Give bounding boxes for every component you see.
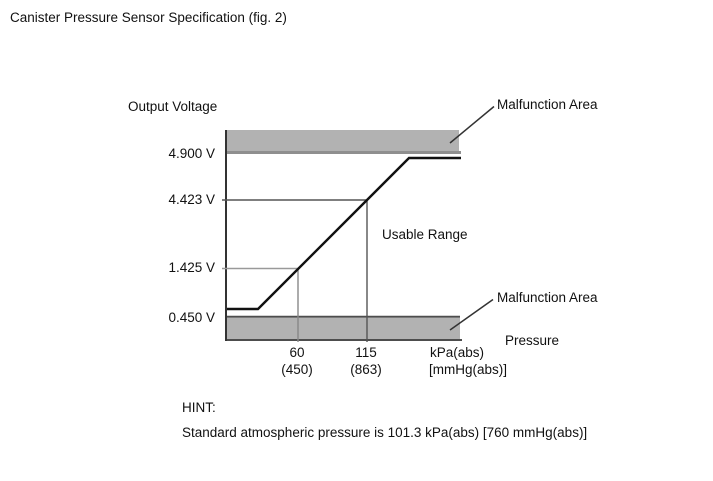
- y-tick-4900: 4.900 V: [168, 146, 215, 161]
- x-tick-115-mmhg: (863): [350, 362, 382, 377]
- malfunction-area-label-top: Malfunction Area: [497, 97, 598, 112]
- sensor-curve: [227, 156, 461, 311]
- x-axis-unit-mmhg: [mmHg(abs)]: [429, 362, 508, 377]
- x-tick-115-kpa: 115: [355, 345, 377, 360]
- usable-range-label: Usable Range: [382, 227, 468, 242]
- x-axis-title: Pressure: [505, 333, 560, 348]
- malfunction-band-bottom: [227, 318, 460, 339]
- y-axis-title: Output Voltage: [128, 99, 218, 114]
- y-tick-1425: 1.425 V: [168, 260, 215, 275]
- x-tick-60-kpa: 60: [289, 345, 305, 360]
- leader-line-bottom: [449, 298, 494, 331]
- hint-heading: HINT:: [182, 400, 216, 415]
- y-tick-4423: 4.423 V: [168, 192, 215, 207]
- page-title: Canister Pressure Sensor Specification (…: [10, 10, 287, 25]
- leader-line-top: [449, 105, 495, 144]
- y-tick-0450: 0.450 V: [168, 310, 215, 325]
- malfunction-area-label-bottom: Malfunction Area: [497, 290, 598, 305]
- x-tick-60-mmhg: (450): [281, 362, 313, 377]
- hint-text: Standard atmospheric pressure is 101.3 k…: [182, 425, 588, 440]
- malfunction-band-top: [227, 130, 459, 151]
- x-axis-unit-kpa: kPa(abs): [430, 345, 485, 360]
